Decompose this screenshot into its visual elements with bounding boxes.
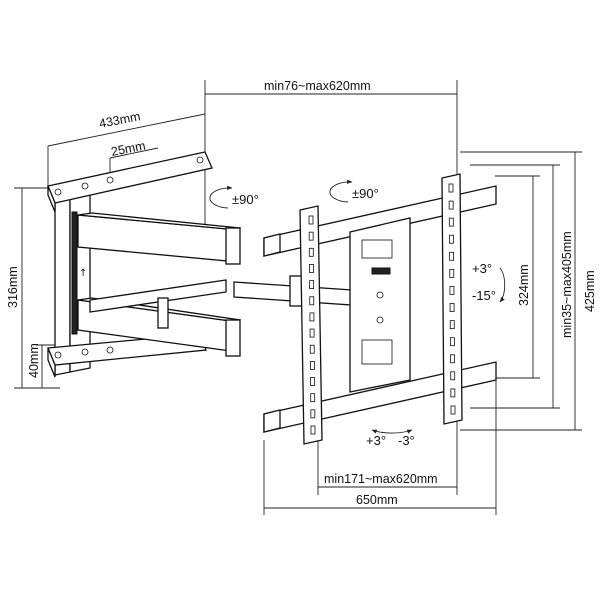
- dimension-lines: [14, 80, 582, 515]
- dimension-labels: 433mm 25mm min76~max620mm 316mm 40mm 324…: [6, 79, 597, 507]
- bracket-slot: [448, 217, 454, 227]
- bracket-slot: [309, 360, 315, 370]
- bracket-slot: [450, 405, 456, 415]
- rotation-arrow-icon: [329, 179, 353, 203]
- bracket-slot: [309, 328, 315, 338]
- label-vertical-hole-spacing: 324mm: [517, 264, 531, 306]
- label-horizontal-hole-spacing: min171~max620mm: [324, 472, 438, 486]
- bracket-slot: [449, 337, 455, 347]
- bracket-slot: [308, 247, 314, 257]
- bracket-slot: [310, 393, 316, 403]
- bracket-slot: [310, 425, 316, 435]
- bracket-slot: [310, 409, 316, 419]
- label-level-plus: +3°: [366, 433, 386, 448]
- label-wall-plate-height: 316mm: [6, 266, 20, 308]
- label-vertical-range: min35~max405mm: [560, 231, 574, 338]
- bracket-slot: [309, 280, 315, 290]
- bracket-slot: [449, 234, 454, 244]
- bracket-slot: [309, 344, 315, 354]
- label-tilt-down: -15°: [472, 288, 496, 303]
- adjustment-labels: ±90° ±90° +3° -15° +3° -3°: [232, 186, 496, 448]
- bracket-slot: [308, 231, 314, 241]
- label-overall-width: 650mm: [356, 493, 398, 507]
- articulating-arms: [77, 212, 353, 357]
- left-bracket-holes: [308, 215, 316, 435]
- level-arrow-icon: [371, 429, 413, 434]
- label-tilt-up: +3°: [472, 261, 492, 276]
- bracket-slot: [449, 286, 455, 295]
- label-arm-depth: 433mm: [98, 109, 142, 131]
- label-wall-plate-bottom: 40mm: [27, 343, 41, 378]
- label-arm-swivel: ±90°: [232, 192, 259, 207]
- bracket-slot: [309, 264, 314, 273]
- arm-swivel-arrow-icon: [209, 185, 233, 209]
- rotation-arrows: [209, 179, 506, 434]
- right-bracket-holes: [448, 183, 456, 415]
- vesa-brackets: [263, 173, 497, 445]
- bracket-slot: [449, 251, 455, 261]
- tilt-arrow-icon: [499, 267, 506, 303]
- bracket-slot: [449, 268, 455, 278]
- bracket-slot: [450, 354, 455, 364]
- bracket-slot: [309, 312, 315, 322]
- bracket-slot: [449, 303, 455, 312]
- label-level-minus: -3°: [398, 433, 415, 448]
- wall-plate-up-arrow: ↑: [79, 268, 87, 279]
- bracket-slot: [448, 183, 454, 193]
- label-wall-plate-width: 25mm: [110, 139, 147, 159]
- bracket-slot: [450, 371, 456, 381]
- label-arm-extension: min76~max620mm: [264, 79, 371, 93]
- label-rotation: ±90°: [352, 186, 379, 201]
- label-overall-height: 425mm: [583, 270, 597, 312]
- bracket-slot: [449, 320, 455, 330]
- bracket-slot: [450, 388, 456, 398]
- bracket-slot: [309, 296, 315, 306]
- bracket-slot: [310, 377, 315, 386]
- bracket-slot: [308, 215, 314, 225]
- bracket-slot: [448, 200, 454, 210]
